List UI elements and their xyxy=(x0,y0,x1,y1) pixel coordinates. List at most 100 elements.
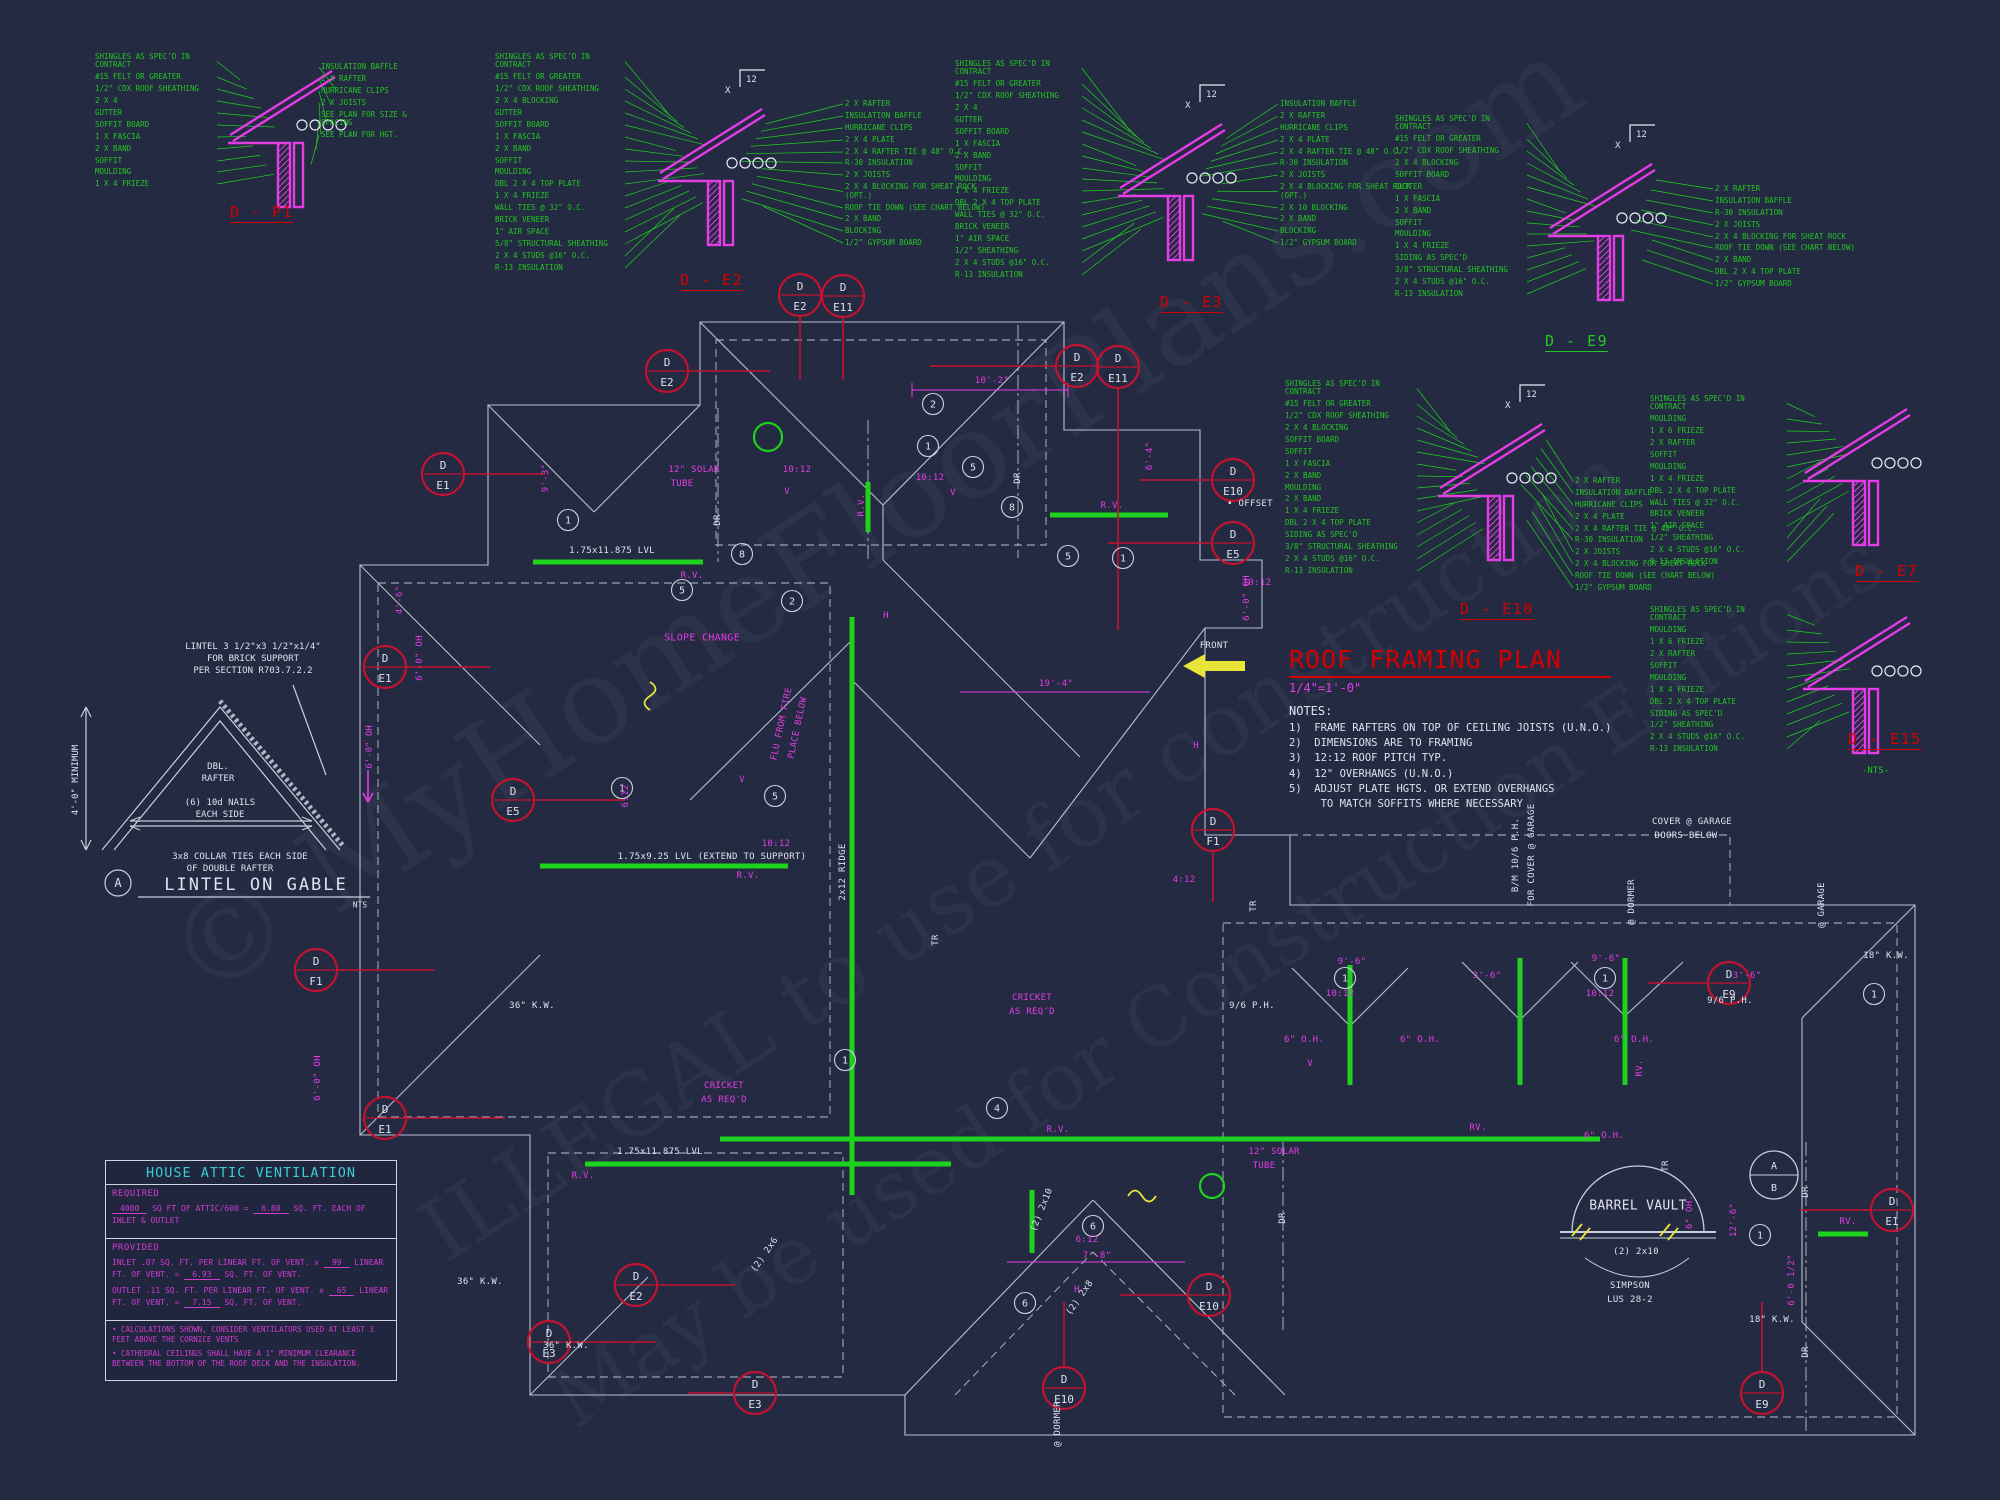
plan-annotation: 6'-4" xyxy=(1145,441,1155,471)
vent-inlet-line: INLET .07 SQ. FT. PER LINEAR FT. OF VENT… xyxy=(112,1257,390,1281)
svg-text:D: D xyxy=(440,459,447,472)
lintel-min-height-dim: 4'-0" MINIMUM xyxy=(71,744,81,816)
text-line: ROOF TIE DOWN (SEE CHART BELOW) xyxy=(1715,243,1855,253)
plan-reference-lines xyxy=(717,325,1807,1432)
text-line: 2 X 4 STUDS @16" O.C. xyxy=(1285,553,1380,563)
plan-annotation: 9'-3" xyxy=(541,463,551,493)
plan-annotation: AS REQ'D xyxy=(701,1095,747,1105)
svg-text:F1: F1 xyxy=(309,975,322,988)
svg-text:E2: E2 xyxy=(793,300,806,313)
lintel-drawing xyxy=(80,684,374,898)
svg-text:8: 8 xyxy=(1009,503,1015,514)
text-line: ROOF TIE DOWN (SEE CHART BELOW) xyxy=(845,202,985,212)
detail-d-e10: 12 X SHINGLES AS SPEC'D IN CONTRACT#15 F… xyxy=(1285,365,1735,630)
text-line: MOULDING xyxy=(1650,414,1687,424)
text-line: GUTTER xyxy=(955,114,983,124)
plan-annotation: 6:12 xyxy=(621,784,631,808)
svg-text:X: X xyxy=(1615,141,1621,151)
text-line: 2 X 4 BLOCKING xyxy=(1395,158,1459,168)
svg-text:D: D xyxy=(1230,528,1237,541)
text-line: MOULDING xyxy=(1650,672,1687,682)
text-line: 1 X 4 FRIEZE xyxy=(1285,506,1340,516)
svg-text:8: 8 xyxy=(739,550,745,561)
text-line: 1/2" SHEATHING xyxy=(1650,533,1714,543)
text-line: 1 X 4 FRIEZE xyxy=(1395,241,1450,251)
plan-annotation: R.V. xyxy=(1046,1125,1070,1135)
detail-d-e3: 12 X SHINGLES AS SPEC'D IN CONTRACT#15 F… xyxy=(955,45,1435,315)
detail-d-p1: SHINGLES AS SPEC'D IN CONTRACT#15 FELT O… xyxy=(95,35,425,230)
text-line: INSULATION BAFFLE xyxy=(1715,195,1792,205)
vent-inlet-text-0: INLET .07 SQ. FT. PER LINEAR FT. OF VENT… xyxy=(112,1258,320,1267)
plan-annotation: H xyxy=(1074,1285,1080,1295)
lintel-note-line-2: FOR BRICK SUPPORT xyxy=(206,654,300,664)
svg-text:12: 12 xyxy=(746,75,757,85)
plan-annotation: 6" O.H. xyxy=(1613,1035,1655,1045)
text-line: 1 X FASCIA xyxy=(95,131,141,141)
text-line: SHINGLES AS SPEC'D IN CONTRACT xyxy=(1650,605,1745,623)
plan-annotation: R.V. xyxy=(1100,501,1124,511)
text-line: INSULATION BAFFLE xyxy=(845,110,922,120)
plan-annotation: @ GARAGE xyxy=(1817,882,1827,928)
plan-annotation: 1.75x11.875 LVL xyxy=(617,1147,703,1157)
text-line: ROOF TIE DOWN (SEE CHART BELOW) xyxy=(1575,571,1715,581)
svg-text:E11: E11 xyxy=(833,301,853,314)
text-line: BLOCKING xyxy=(1280,226,1317,236)
text-line: 1) FRAME RAFTERS ON TOP OF CEILING JOIST… xyxy=(1289,722,1612,734)
text-line: SIDING AS SPEC'D xyxy=(1285,530,1358,540)
text-line: #15 FELT OR GREATER xyxy=(1285,399,1371,409)
svg-text:E1: E1 xyxy=(436,479,449,492)
text-line: 2 X RAFTER xyxy=(1575,476,1621,485)
svg-text:X: X xyxy=(1185,101,1191,111)
svg-text:D: D xyxy=(1230,465,1237,478)
plan-annotation: R.V. xyxy=(680,571,704,581)
text-line: 1/2" SHEATHING xyxy=(955,245,1019,255)
plan-annotation: SLOPE CHANGE xyxy=(664,632,740,644)
vent-required-line: 4080 SQ FT OF ATTIC/600 = 6.80 SQ. FT. E… xyxy=(112,1203,390,1227)
text-line: 2 X 4 PLATE xyxy=(1280,134,1330,144)
vent-provided-section: PROVIDED INLET .07 SQ. FT. PER LINEAR FT… xyxy=(106,1239,396,1321)
text-line: SOFFIT xyxy=(1285,446,1313,456)
text-line: MOULDING xyxy=(1285,482,1322,492)
plan-annotation: 10:12 xyxy=(761,839,791,849)
vent-outlet-text-1: LINEAR FT. OF VENT. = xyxy=(112,1286,389,1307)
plan-annotation: 4'-6" xyxy=(395,585,405,615)
detail-left-labels: SHINGLES AS SPEC'D IN CONTRACT#15 FELT O… xyxy=(1395,114,1525,302)
text-line: DBL 2 X 4 TOP PLATE xyxy=(1285,518,1371,528)
text-line: R-13 INSULATION xyxy=(1650,556,1718,566)
svg-text:D: D xyxy=(664,356,671,369)
svg-text:E5: E5 xyxy=(1226,548,1239,561)
plan-annotation: 9'-6" xyxy=(1591,954,1621,964)
vent-outlet-line: OUTLET .11 SQ. FT. PER LINEAR FT. OF VEN… xyxy=(112,1285,390,1309)
detail-d-e9: 12 X SHINGLES AS SPEC'D IN CONTRACT#15 F… xyxy=(1395,110,1900,365)
text-line: SEE PLAN FOR SIZE & SPACING xyxy=(321,109,407,127)
text-line: 3/8" STRUCTURAL SHEATHING xyxy=(1395,265,1508,275)
plan-annotation: 10:12 xyxy=(1325,989,1355,999)
text-line: 2 X BAND xyxy=(1285,494,1322,504)
plan-annotation: RV. xyxy=(1635,1059,1645,1077)
text-line: WALL TIES @ 32" O.C. xyxy=(955,210,1046,220)
svg-text:D: D xyxy=(1074,351,1081,364)
plan-annotation: DR xyxy=(1801,1186,1811,1198)
svg-text:E9: E9 xyxy=(1722,988,1735,1001)
plan-annotation: (2) 2x8 xyxy=(1064,1278,1096,1318)
text-line: 1/2" CDX ROOF SHEATHING xyxy=(95,84,199,94)
svg-text:1: 1 xyxy=(1757,1231,1763,1242)
plan-annotation: 10:12 xyxy=(782,465,812,475)
plan-walls xyxy=(359,321,1916,1436)
lintel-collar-note-1: 3x8 COLLAR TIES EACH SIDE xyxy=(172,852,308,862)
text-line: #15 FELT OR GREATER xyxy=(955,79,1041,89)
plan-annotation: 6:12 xyxy=(1075,1235,1099,1245)
plan-annotation: H xyxy=(883,611,889,621)
lintel-on-gable-detail: LINTEL 3 1/2"x3 1/2"x1/4" FOR BRICK SUPP… xyxy=(68,635,378,910)
text-line: 2 X BAND xyxy=(1395,205,1432,215)
plan-annotation: R.V. xyxy=(736,871,760,881)
plan-annotation: 6" OH. xyxy=(1685,1194,1695,1230)
text-line: SHINGLES AS SPEC'D IN CONTRACT xyxy=(495,52,590,70)
lintel-note-line-3: PER SECTION R703.7.2.2 xyxy=(193,666,313,676)
plan-annotation: BARREL VAULT xyxy=(1589,1198,1687,1214)
text-line: MOULDING xyxy=(955,174,992,184)
svg-text:E9: E9 xyxy=(1755,1398,1768,1411)
detail-label: D - E10 xyxy=(1460,600,1534,620)
